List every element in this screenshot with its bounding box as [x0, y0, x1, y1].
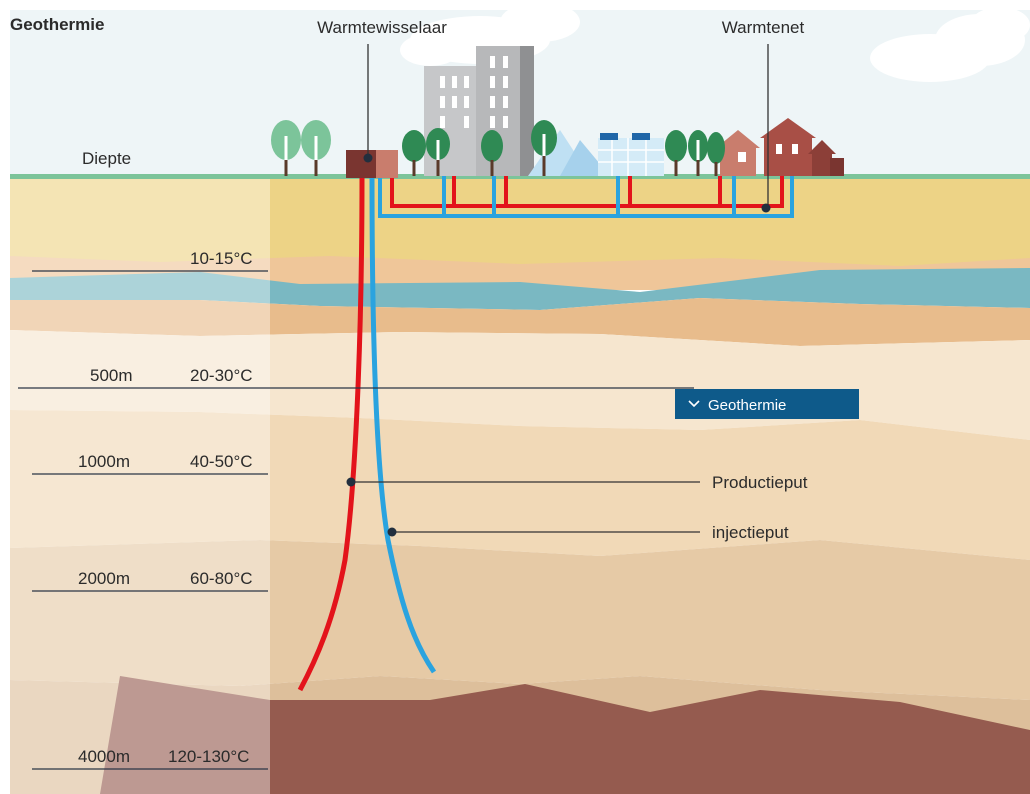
depth-label: 500m: [90, 366, 133, 385]
heat-network-supply-pipe: [390, 176, 784, 208]
depth-row: 500m 20-30°C: [90, 366, 253, 385]
soil-top-layer: [10, 176, 1030, 266]
clay-layer: [10, 410, 1030, 560]
injection-well-pipe: [369, 175, 437, 674]
temperature-label: 20-30°C: [190, 366, 253, 385]
trees: [271, 120, 725, 176]
depth-lines: [18, 270, 694, 770]
heat-network-label: Warmtenet: [722, 18, 805, 37]
chevron-down-icon: [688, 400, 700, 408]
callout-lines: [351, 44, 769, 533]
diagram-title: Geothermie: [10, 15, 104, 34]
heat-exchanger-label: Warmtewisselaar: [317, 18, 447, 37]
rock-layer: [10, 540, 1030, 700]
depth-row: 2000m 60-80°C: [78, 569, 253, 588]
temperature-label: 40-50°C: [190, 452, 253, 471]
depth-panel: [10, 176, 270, 794]
depth-header: Diepte: [82, 149, 131, 168]
depth-row: 4000m 120-130°C: [78, 747, 249, 766]
soil-middle-layer: [10, 298, 1030, 346]
heat-network-return-pipe: [378, 176, 794, 218]
ground-surface-line: [10, 174, 1030, 179]
dropdown-label: Geothermie: [708, 397, 786, 414]
temperature-label: 60-80°C: [190, 569, 253, 588]
temperature-label: 120-130°C: [168, 747, 249, 766]
depth-label: 2000m: [78, 569, 130, 588]
deep-rock-layer: [100, 676, 1030, 794]
injection-well-label: injectieput: [712, 523, 789, 542]
heat-network: [378, 176, 794, 218]
aquifer-layer: [10, 268, 1030, 310]
production-well-pipe: [297, 175, 365, 692]
depth-label: 1000m: [78, 452, 130, 471]
houses: [716, 118, 844, 176]
cloud-right: [870, 7, 1030, 82]
callout-dots: [346, 153, 771, 537]
temperature-label: 10-15°C: [190, 249, 253, 268]
geothermie-dropdown[interactable]: Geothermie: [675, 389, 859, 419]
depth-row: 1000m 40-50°C: [78, 452, 253, 471]
depth-row: 10-15°C: [190, 249, 253, 268]
heat-exchanger-building-dark: [346, 150, 376, 178]
production-well-label: Productieput: [712, 473, 808, 492]
depth-label: 4000m: [78, 747, 130, 766]
